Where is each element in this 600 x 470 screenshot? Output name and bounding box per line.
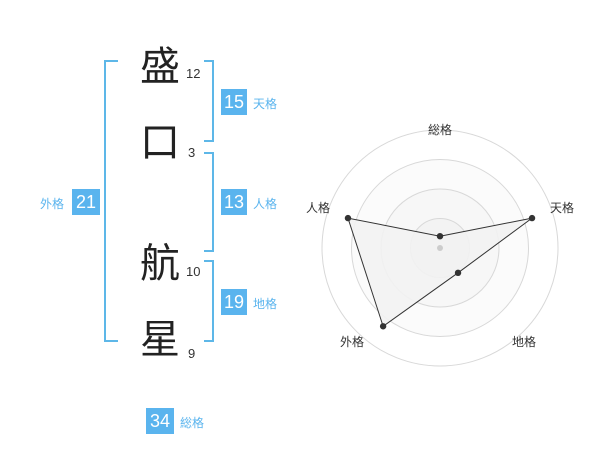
- radar-point: [528, 214, 536, 222]
- chikaku-value: 19: [221, 289, 247, 315]
- name-char-1: 盛: [140, 44, 180, 90]
- jinkaku-bracket: [204, 152, 214, 252]
- tenkaku-value: 15: [221, 89, 247, 115]
- soukaku-value: 34: [146, 408, 174, 434]
- name-char-2: 口: [140, 120, 180, 166]
- radar-axis-label-gaikaku: 外格: [340, 334, 364, 349]
- gaikaku-label: 外格: [40, 197, 65, 211]
- stroke-count-4: 9: [188, 346, 196, 361]
- radar-point: [379, 323, 387, 330]
- radar-axis-label-tenkaku: 天格: [550, 200, 574, 215]
- radar-point: [436, 233, 444, 240]
- radar-point: [344, 214, 352, 222]
- tenkaku-bracket: [204, 60, 214, 142]
- radar-polygon: [347, 217, 533, 328]
- name-char-4: 星: [140, 317, 180, 363]
- radar-axis-label-chikaku: 地格: [512, 334, 536, 349]
- jinkaku-value: 13: [221, 189, 247, 215]
- jinkaku-label: 人格: [253, 197, 278, 211]
- soukaku-label: 総格: [180, 416, 205, 430]
- gaikaku-bracket: [104, 60, 118, 342]
- tenkaku-label: 天格: [253, 97, 278, 111]
- radar-axis-label-soukaku: 総格: [428, 122, 452, 137]
- radar-point: [454, 269, 462, 277]
- radar-axis-label-jinkaku: 人格: [306, 200, 330, 215]
- stroke-count-2: 3: [188, 145, 196, 160]
- radar-center-dot: [437, 245, 443, 251]
- gaikaku-value: 21: [72, 189, 100, 215]
- stroke-count-3: 10: [186, 264, 201, 279]
- stroke-count-1: 12: [186, 66, 201, 81]
- chikaku-label: 地格: [253, 297, 278, 311]
- name-char-3: 航: [140, 241, 180, 287]
- chikaku-bracket: [204, 260, 214, 342]
